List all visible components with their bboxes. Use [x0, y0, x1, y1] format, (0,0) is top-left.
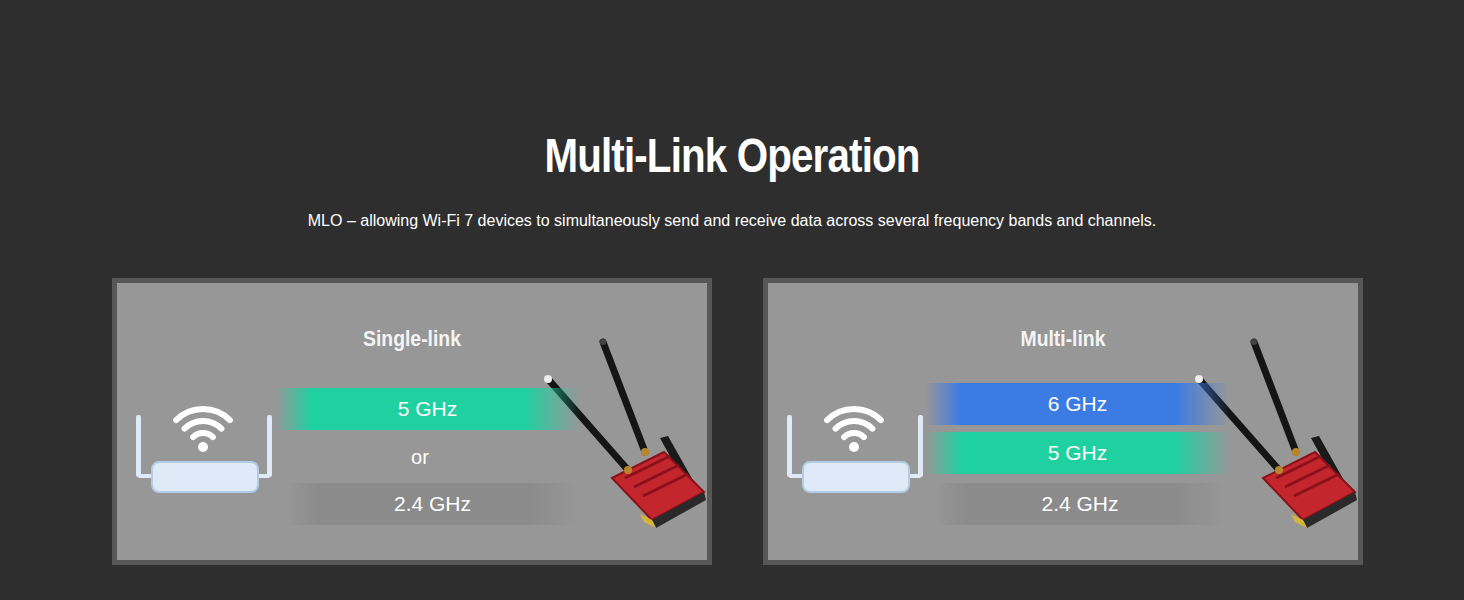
panel-ground [766, 281, 1361, 563]
frequency-band: 5 GHz [275, 388, 580, 430]
comparison-panel: Multi-link 6 GHz 5 GHz 2.4 GHz [763, 278, 1363, 565]
band-label: 2.4 GHz [1041, 492, 1118, 516]
comparison-panel: Single-link 5 GHz 2.4 GHz [112, 278, 712, 565]
panel-heading: Single-link [148, 326, 676, 352]
page-title: Multi-Link Operation [117, 128, 1347, 183]
band-label: 6 GHz [1048, 392, 1108, 416]
connector-word: or [390, 446, 450, 469]
panel-ground [115, 281, 710, 563]
band-label: 5 GHz [1048, 441, 1108, 465]
band-label: 5 GHz [398, 397, 458, 421]
frequency-band: 2.4 GHz [935, 483, 1225, 525]
frequency-band: 6 GHz [925, 383, 1230, 425]
band-label: 2.4 GHz [394, 492, 471, 516]
frequency-band: 5 GHz [925, 432, 1230, 474]
panel-heading: Multi-link [799, 326, 1327, 352]
frequency-band: 2.4 GHz [285, 483, 580, 525]
subtitle: MLO – allowing Wi-Fi 7 devices to simult… [0, 212, 1464, 230]
